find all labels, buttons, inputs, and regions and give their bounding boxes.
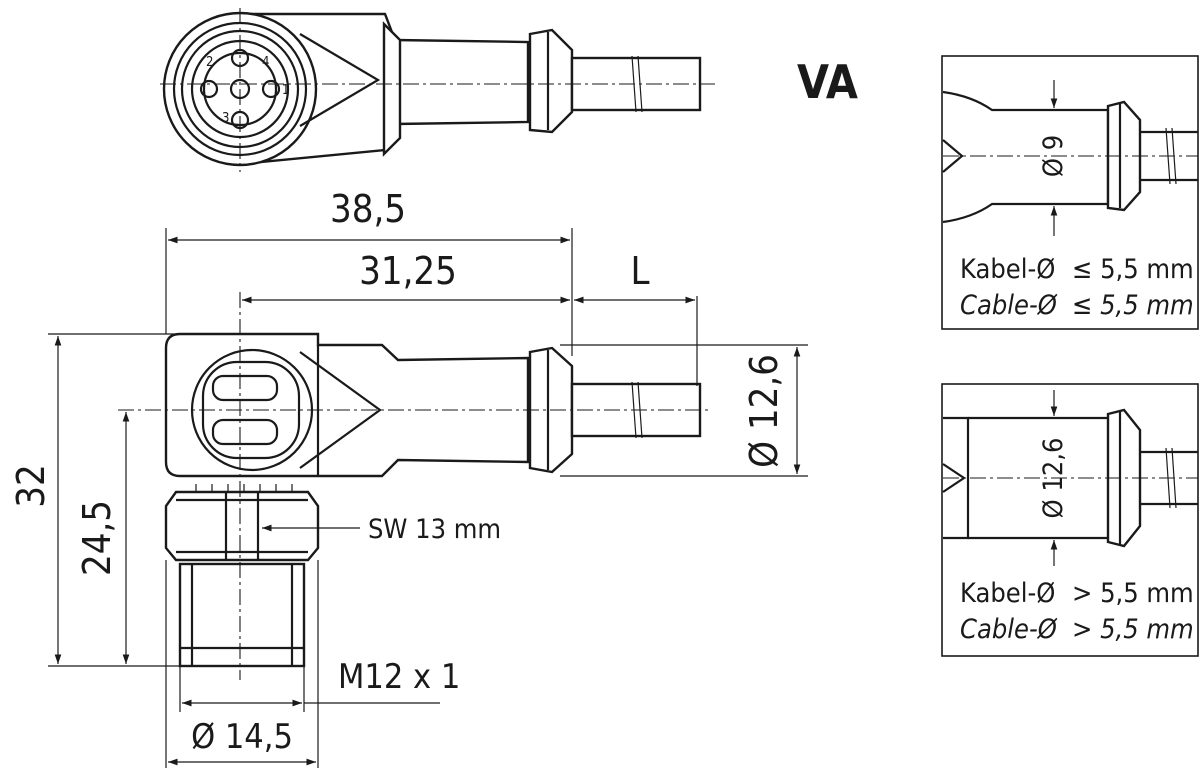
detail-box-large-cable: Ø 12,6 Kabel-Ø > 5,5 mm Cable-Ø > 5,5 mm [941, 383, 1199, 657]
detail-large-line1-value: > 5,5 mm [1072, 578, 1194, 609]
dimension-height-axis: 24,5 [75, 412, 130, 664]
detail-small-line2-label: Cable-Ø [960, 290, 1058, 321]
pin-number-2: 2 [206, 55, 213, 70]
detail-large-line2-label: Cable-Ø [960, 614, 1058, 645]
pin-number-1: 1 [282, 83, 289, 98]
detail-small-line1-value: ≤ 5,5 mm [1072, 254, 1194, 285]
detail-box-small-cable: Ø 9 Kabel-Ø ≤ 5,5 mm Cable-Ø ≤ 5,5 mm [941, 55, 1199, 330]
dimension-cable-length: L [574, 249, 698, 386]
detail-large-diameter: Ø 12,6 [1038, 438, 1069, 519]
height-total-label: 32 [9, 464, 53, 508]
threaded-sleeve [178, 562, 306, 668]
pin-number-4: 4 [262, 55, 269, 70]
overall-length-label: 38,5 [330, 187, 406, 231]
pin-group [199, 48, 281, 130]
cable-length-label: L [630, 249, 649, 293]
height-axis-label: 24,5 [75, 500, 119, 576]
top-view: 1 2 3 4 [160, 8, 715, 172]
detail-small-diameter: Ø 9 [1038, 135, 1069, 177]
thread-diameter-label: Ø 14,5 [191, 717, 293, 757]
detail-small-line2-value: ≤ 5,5 mm [1072, 290, 1194, 321]
detail-large-line2-value: > 5,5 mm [1072, 614, 1194, 645]
hex-nut [164, 490, 320, 562]
side-view [118, 292, 712, 680]
pin-number-3: 3 [222, 111, 229, 126]
body-diameter-label: Ø 12,6 [742, 354, 786, 468]
body-length-label: 31,25 [359, 249, 457, 293]
dimension-body-diameter: Ø 12,6 [560, 344, 808, 477]
dimension-overall-length: 38,5 [165, 187, 573, 356]
detail-large-line1-label: Kabel-Ø [960, 578, 1055, 609]
dimension-thread-diameter: Ø 14,5 [165, 560, 319, 768]
dimension-height-total: 32 [9, 333, 180, 667]
wrench-size-callout: SW 13 mm [262, 514, 501, 545]
thread-label: M12 x 1 [338, 657, 460, 697]
dimension-body-length: 31,25 [242, 249, 570, 304]
variant-label: VA [797, 55, 858, 109]
wrench-size-label: SW 13 mm [368, 514, 501, 545]
detail-small-line1-label: Kabel-Ø [960, 254, 1055, 285]
thread-callout: M12 x 1 [304, 657, 460, 704]
